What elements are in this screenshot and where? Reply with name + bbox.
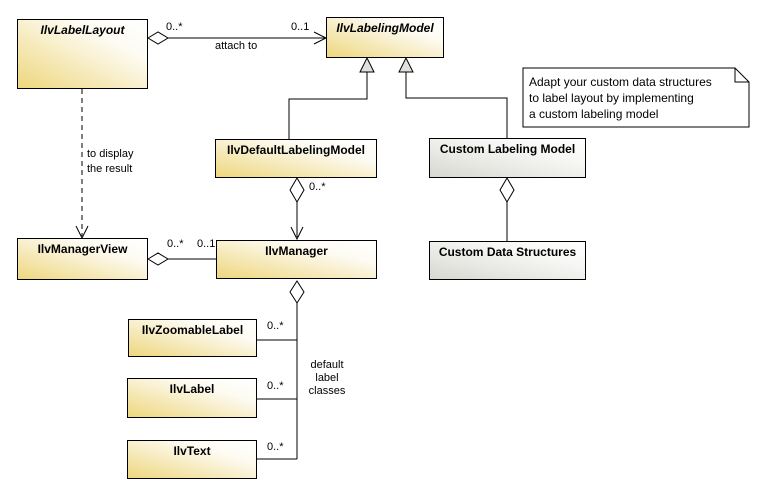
- class-ilv-text: IlvText: [127, 440, 257, 479]
- edge-label-default-label-classes: default label classes: [300, 359, 354, 398]
- note-fold-corner: [734, 68, 749, 83]
- class-title: IlvText: [173, 444, 211, 458]
- generalization-line-custom-model: [405, 72, 508, 138]
- class-ilv-zoomable-label: IlvZoomableLabel: [128, 319, 257, 357]
- edge-label-line: default: [310, 359, 344, 371]
- class-custom-labeling-model: Custom Labeling Model: [429, 138, 586, 178]
- class-ilv-label: IlvLabel: [127, 378, 257, 418]
- note-annotation: Adapt your custom data structures to lab…: [529, 74, 744, 122]
- dependency-label-line: the result: [87, 163, 133, 175]
- note-line: a custom labeling model: [529, 107, 659, 121]
- association-name-attach-to: attach to: [215, 40, 258, 52]
- edge-label-line: classes: [308, 385, 346, 397]
- multiplicity-attach-source: 0..*: [166, 21, 183, 33]
- aggregation-diamond-label-layout: [147, 31, 169, 45]
- class-custom-data-structures: Custom Data Structures: [429, 241, 586, 280]
- note-shape: [522, 67, 750, 128]
- note-line: to label layout by implementing: [529, 91, 694, 105]
- edge-label-line: label: [315, 372, 339, 384]
- class-title: IlvLabel: [169, 382, 215, 396]
- class-title: IlvManagerView: [37, 242, 128, 256]
- class-ilv-default-labeling-model: IlvDefaultLabelingModel: [215, 139, 377, 178]
- aggregation-diamond-manager-view: [147, 252, 169, 266]
- generalization-triangle-left: [359, 56, 375, 73]
- multiplicity-ilv-label: 0..*: [267, 380, 284, 392]
- aggregation-diamond-manager: [289, 280, 305, 304]
- dependency-label-line: to display: [87, 148, 134, 160]
- aggregation-diamond-custom-model: [499, 177, 515, 203]
- aggregation-diamond-default-model: [289, 177, 305, 203]
- dependency-label-to-display: to display the result: [87, 147, 133, 177]
- class-title: IlvLabelingModel: [336, 21, 434, 35]
- multiplicity-default-model: 0..*: [309, 181, 326, 193]
- class-ilv-labeling-model: IlvLabelingModel: [326, 17, 444, 58]
- class-title: IlvDefaultLabelingModel: [226, 143, 365, 157]
- multiplicity-view-source: 0..*: [167, 238, 184, 250]
- class-ilv-manager: IlvManager: [216, 240, 377, 279]
- multiplicity-attach-target: 0..1: [291, 21, 310, 33]
- class-ilv-label-layout: IlvLabelLayout: [17, 19, 148, 89]
- note-line: Adapt your custom data structures: [529, 75, 712, 89]
- class-title: Custom Data Structures: [438, 245, 577, 259]
- generalization-line-default-model: [288, 72, 368, 139]
- multiplicity-zoomable-label: 0..*: [267, 320, 284, 332]
- multiplicity-view-target: 0..1: [197, 238, 216, 250]
- open-arrowhead-manager: [290, 226, 304, 241]
- class-title: IlvZoomableLabel: [141, 323, 244, 337]
- generalization-triangle-right: [398, 56, 414, 73]
- class-title: IlvManager: [265, 244, 328, 258]
- class-ilv-manager-view: IlvManagerView: [17, 238, 148, 280]
- multiplicity-ilv-text: 0..*: [267, 441, 284, 453]
- class-title: IlvLabelLayout: [40, 23, 125, 37]
- class-title: Custom Labeling Model: [439, 142, 576, 156]
